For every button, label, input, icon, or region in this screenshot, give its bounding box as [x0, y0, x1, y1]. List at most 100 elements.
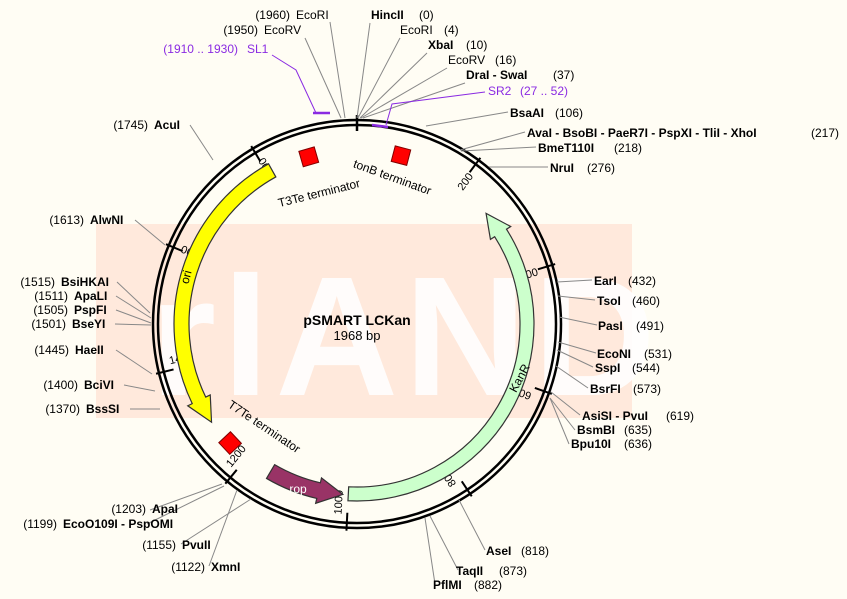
tick-mark [537, 263, 556, 271]
site-pos: (1445) [34, 343, 69, 357]
site-name: BssSI [86, 402, 119, 416]
leader-line [189, 124, 214, 161]
leader-line [304, 37, 342, 119]
plasmid-name: pSMART LCKan [303, 312, 410, 328]
leader-line [557, 341, 597, 354]
site-name: BseYI [72, 317, 105, 331]
tick-mark [250, 145, 262, 163]
site-pos: (0) [419, 8, 434, 22]
primer-markers [271, 54, 486, 129]
primer-range-sl1: (1910 .. 1930) [163, 42, 238, 56]
leader-line [329, 21, 346, 119]
site-pos: (1155) [142, 538, 176, 552]
feature-arrow-rop [265, 463, 345, 505]
leader-line [123, 384, 156, 392]
leader-line [208, 489, 238, 567]
primer-leader-sr2 [385, 91, 486, 126]
primer-bar-sr2 [371, 123, 389, 129]
primer-name-sl1: SL1 [247, 42, 269, 56]
leader-line [180, 498, 252, 545]
site-pos: (16) [495, 53, 516, 67]
site-pos: (1199) [23, 517, 57, 531]
site-name: NruI [550, 161, 574, 175]
site-pos: (1122) [171, 560, 205, 574]
site-name: EarI [594, 274, 617, 288]
site-name: BsaAI [510, 106, 544, 120]
site-name: TaqII [456, 564, 483, 578]
site-name: EcoRI [400, 23, 433, 37]
watermark-text: rlAND [150, 242, 662, 432]
terminator-marker [218, 431, 243, 456]
site-pos: (1613) [49, 213, 84, 227]
site-name: SspI [595, 361, 620, 375]
site-pos: (491) [636, 319, 664, 333]
site-pos: (432) [628, 274, 656, 288]
site-name: TsoI [597, 294, 621, 308]
site-pos: (619) [666, 409, 694, 423]
primer-name-sr2: SR2 [488, 84, 512, 98]
site-name: EcoRV [448, 53, 485, 67]
leader-line [556, 349, 594, 368]
leader-line [460, 146, 537, 152]
feature-arrows [173, 162, 535, 505]
site-pos: (4) [444, 23, 459, 37]
site-pos: (1505) [33, 303, 68, 317]
site-pos: (276) [587, 161, 615, 175]
leader-line [115, 295, 152, 319]
site-name: PflMI [433, 578, 462, 592]
site-pos: (1511) [34, 289, 68, 303]
site-pos: (1515) [20, 275, 55, 289]
site-leader-lines [114, 21, 598, 585]
terminators [218, 145, 412, 456]
site-name: PasI [598, 319, 623, 333]
site-pos: (635) [624, 423, 652, 437]
leader-line [149, 483, 223, 511]
leader-line [458, 499, 486, 551]
site-name: PvuII [182, 538, 211, 552]
site-pos: (1501) [31, 317, 66, 331]
tick-mark [155, 368, 174, 375]
site-name: ApaI [152, 502, 178, 516]
plasmid-length: 1968 bp [334, 328, 381, 343]
site-name: AlwNI [90, 213, 123, 227]
site-pos: (573) [633, 382, 661, 396]
leader-line [115, 309, 152, 324]
leader-line [549, 397, 576, 431]
leader-line [359, 52, 428, 119]
site-name: AcuI [154, 118, 180, 132]
tick-mark [460, 480, 473, 497]
feature-label-ori: ori [178, 269, 195, 286]
site-pos: (10) [466, 38, 487, 52]
site-name: BsiHKAI [61, 275, 109, 289]
leader-line [459, 131, 526, 151]
site-pos: (1960) [255, 8, 290, 22]
site-pos: (873) [499, 564, 527, 578]
site-pos: (218) [614, 141, 642, 155]
site-pos: (1400) [43, 378, 78, 392]
site-name: HaeII [75, 343, 104, 357]
leader-line [429, 515, 459, 571]
leader-line [116, 281, 151, 314]
leader-line [115, 349, 153, 375]
tick-mark [165, 243, 184, 253]
terminator-label-t3te: T3Te terminator [277, 176, 362, 210]
terminator-label-tonb: tonB terminator [351, 157, 433, 198]
tick-label: 200 [456, 171, 477, 193]
tick-mark [224, 469, 238, 485]
site-name: XmnI [211, 560, 240, 574]
site-pos: (460) [632, 294, 660, 308]
primer-range-sr2: (27 .. 52) [520, 84, 568, 98]
site-name: EcoNI [597, 347, 631, 361]
site-name: ApaLI [74, 289, 107, 303]
site-pos: (37) [553, 68, 574, 82]
site-name: DraI - SwaI [466, 68, 527, 82]
leader-line [557, 295, 596, 301]
site-pos: (636) [624, 437, 652, 451]
site-name: EcoO109I - PspOMI [63, 517, 173, 531]
leader-line [114, 323, 152, 326]
site-name: AsiSI - PvuI [582, 409, 648, 423]
site-name: BsmBI [577, 423, 615, 437]
site-name: Bpu10I [571, 437, 611, 451]
tick-mark [534, 386, 553, 395]
